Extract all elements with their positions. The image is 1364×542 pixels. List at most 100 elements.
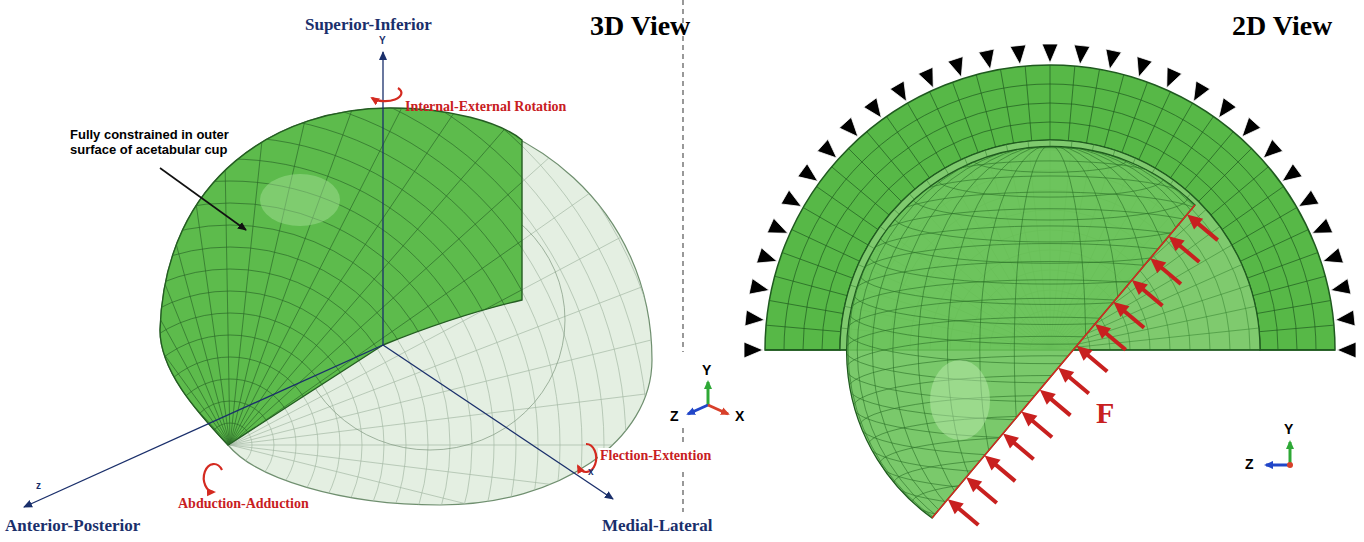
support-triangle [1335,310,1355,326]
load-arrow [1178,244,1199,262]
load-arrow [1012,441,1033,459]
mesh-line [0,115,560,542]
load-arrowhead [1132,280,1148,295]
load-arrow [975,485,996,503]
load-arrowhead [1003,433,1019,448]
callout-note: Fully constrained in outer surface of ac… [70,128,265,158]
mesh-line [853,261,1247,324]
mesh-line [846,336,1254,401]
mesh-line [230,445,773,542]
mesh-line [76,291,384,542]
mesh-line [0,396,230,445]
support-triangle [1194,81,1210,101]
force-label: F [1096,396,1114,431]
axis-triad [1266,442,1293,468]
fixed-support-symbols [744,44,1356,358]
axes [24,52,613,507]
mesh-line [0,0,230,445]
mesh-line [973,148,1127,173]
mesh-line [947,145,1152,542]
support-triangle [918,67,933,88]
axis-letter: z [36,480,41,492]
mesh-line [853,375,1247,438]
mesh-line [230,377,786,445]
mesh-line [1014,145,1085,542]
load-arrow [1031,419,1052,437]
mesh-line [0,263,230,445]
mesh-line [0,0,230,445]
load-arrow [1104,332,1125,350]
load-arrowhead [1095,324,1111,339]
mesh-line [980,145,1120,542]
load-arrow [1196,222,1217,240]
mesh-line [54,269,406,542]
triad-letter: Z [1245,456,1254,472]
mesh-line [0,159,516,542]
support-triangle [1242,117,1261,136]
load-arrow [1049,397,1070,415]
leader-line [160,168,246,230]
rotation-name: Abduction-Adduction [178,496,309,512]
mesh-line [937,503,1163,539]
mesh-line [230,0,289,445]
load-arrow [1141,288,1162,306]
support-triangle [745,310,765,326]
load-arrowhead [1169,236,1185,251]
support-triangle [1219,98,1237,118]
mesh-line [0,0,736,542]
axis-name: Medial-Lateral [600,516,714,536]
load-arrow [1159,266,1180,284]
cup-section [750,50,1350,542]
support-triangle [1167,67,1182,88]
mesh-line [0,140,230,445]
support-triangle [1106,49,1122,69]
mesh-line [848,145,1252,542]
load-arrowhead [1077,346,1093,361]
support-triangle [781,190,801,206]
separator-line [682,0,683,512]
mesh-line [0,93,582,542]
view-title: 2D View [1232,10,1332,42]
support-triangle [817,139,836,158]
mesh-line [0,27,648,542]
mesh-line [0,0,692,542]
mesh-line [230,22,597,445]
mesh-line [32,247,428,542]
mesh-line [230,445,773,542]
mesh-line [918,145,1182,542]
load-arrowhead [948,499,964,514]
mesh-line [230,445,790,446]
load-arrowhead [1040,390,1056,405]
mesh-line [0,49,626,542]
view-title: 3D View [590,10,690,42]
support-triangle [1010,45,1026,65]
support-triangle [1137,57,1152,78]
load-arrow [1067,375,1088,393]
load-arrowhead [1058,368,1074,383]
mesh-line [152,0,230,445]
mesh-line [220,0,230,445]
mesh-line [860,244,1241,305]
mesh-line [849,356,1252,420]
load-line [932,205,1195,518]
mesh-line [230,0,543,445]
mesh-line [142,357,318,533]
triad-letter: Y [1284,421,1293,437]
rotation-name: Flection-Extention [598,448,713,464]
support-triangle [864,98,882,118]
support-triangle [767,218,788,233]
support-triangle [757,248,778,263]
mesh-line [230,445,786,513]
rotation-name: Internal-External Rotation [405,99,566,115]
mesh-line [230,445,790,446]
mesh-line [872,145,1227,542]
support-triangle [839,117,858,136]
triad-letter: Z [670,408,679,424]
mesh-line [822,122,1278,542]
support-triangle [1299,190,1319,206]
mesh-line [784,84,1316,542]
mesh-line [230,70,646,445]
mesh-line [0,0,692,542]
axis-triad [688,382,728,414]
